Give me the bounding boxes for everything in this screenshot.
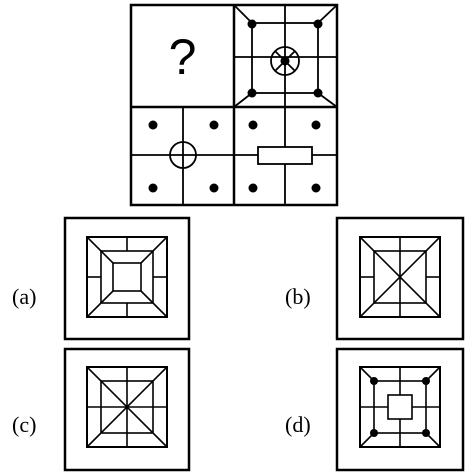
option-d-label[interactable]: (d) [285, 412, 311, 437]
diagonal-line [233, 4, 253, 24]
dot [422, 377, 430, 385]
dot [148, 183, 158, 193]
center-circle [169, 141, 197, 169]
diagonal-line [140, 290, 168, 318]
dot [311, 120, 321, 130]
option-c-label[interactable]: (c) [12, 412, 37, 437]
diagonal-line [140, 236, 168, 264]
option-frame [63, 216, 191, 341]
dot [422, 429, 430, 437]
dot [247, 88, 257, 98]
wheel-circle [270, 46, 300, 76]
dot [209, 183, 219, 193]
inner-square [112, 262, 142, 292]
dot [248, 120, 258, 130]
diagonal-line [86, 290, 114, 318]
option-frame [63, 347, 191, 472]
question-mark: ? [168, 29, 197, 85]
dot [247, 19, 257, 29]
center-rectangle [257, 146, 313, 165]
cell-bottom-right-dots [248, 120, 321, 193]
diagonal-line [317, 4, 338, 24]
dot [370, 429, 378, 437]
dot [248, 183, 258, 193]
inner-square [387, 394, 413, 420]
option-frame [335, 347, 465, 472]
dot [209, 120, 219, 130]
cell-bottom-left [131, 107, 234, 205]
puzzle-grid [129, 3, 339, 207]
cell-bottom-right [234, 107, 337, 205]
option-b-label[interactable]: (b) [285, 284, 311, 309]
option-a-label[interactable]: (a) [12, 284, 37, 309]
option-frame [335, 216, 465, 341]
cell-bottom-left-dots [148, 120, 219, 193]
diagonal-line [86, 236, 114, 264]
dot [311, 183, 321, 193]
option-a-figure[interactable] [63, 216, 191, 341]
option-b-figure[interactable] [335, 216, 465, 341]
option-c-figure[interactable] [63, 347, 191, 472]
dot [370, 377, 378, 385]
dot [313, 19, 323, 29]
cell-top-right-dots [247, 19, 323, 98]
dot [313, 88, 323, 98]
dot [148, 120, 158, 130]
option-d-figure[interactable] [335, 347, 465, 472]
wheel-hub-dot [280, 56, 290, 66]
option-d-dots [370, 377, 430, 437]
